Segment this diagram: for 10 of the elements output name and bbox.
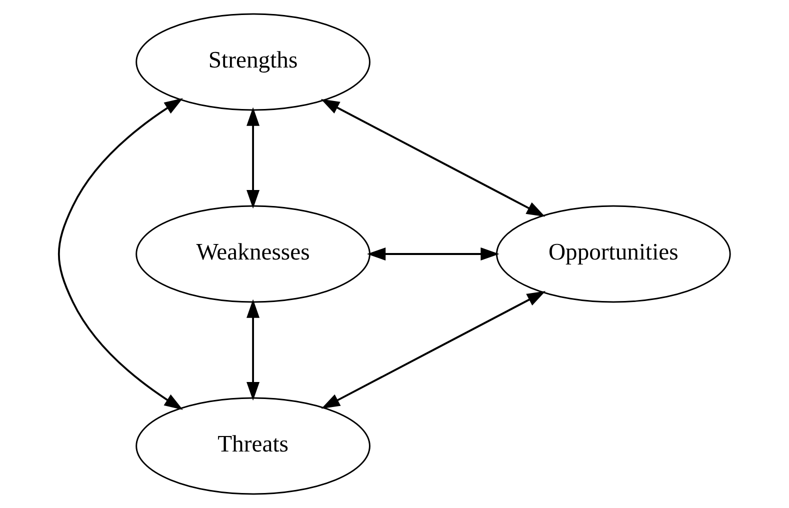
- arrow: [320, 99, 546, 217]
- arrow: [246, 107, 260, 209]
- node-ellipse: Weaknesses: [136, 205, 370, 303]
- arrow: [246, 299, 260, 401]
- arrow: [58, 98, 183, 410]
- node-ellipse: Strengths: [136, 13, 370, 111]
- node-ellipse: Threats: [136, 397, 370, 495]
- arrow: [366, 247, 500, 261]
- arrow: [321, 291, 546, 409]
- node-ellipse: Opportunities: [496, 205, 731, 303]
